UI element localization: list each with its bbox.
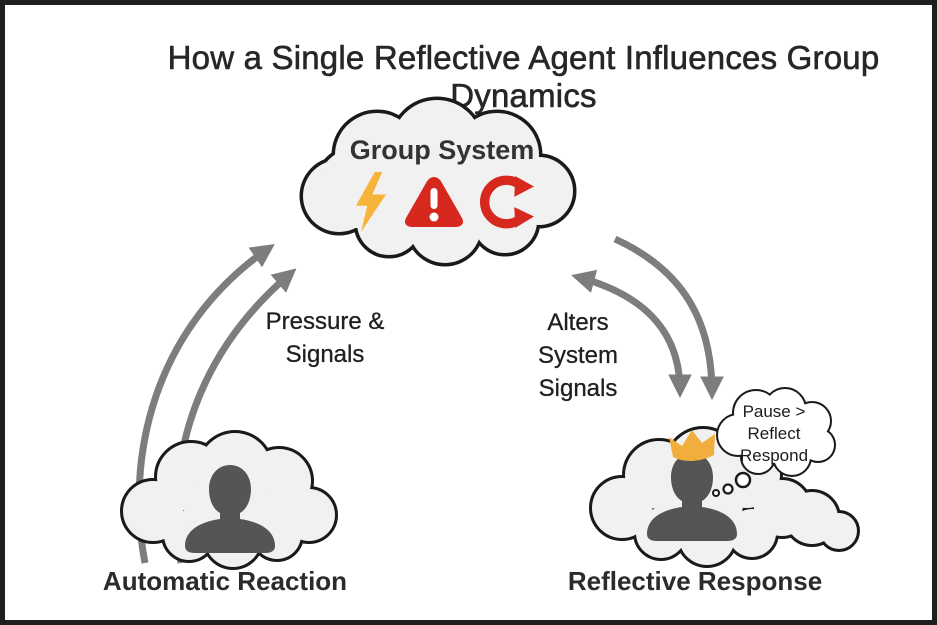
person-silhouette xyxy=(185,465,275,553)
thought-line2: Reflect xyxy=(747,424,801,443)
thought-trail-dot-medium xyxy=(722,483,734,495)
alters-line1: Alters xyxy=(547,309,609,336)
diagram-title: How a Single Reflective Agent Influences… xyxy=(167,39,880,115)
thought-bubble-text: Pause > Reflect Respond xyxy=(718,401,830,467)
pressure-signals-line1: Pressure & xyxy=(265,308,385,335)
thought-line1: Pause > xyxy=(742,402,806,421)
automatic-reaction-cloud xyxy=(105,423,350,573)
thought-trail-dot-large xyxy=(734,471,752,489)
thought-trail-dot-small xyxy=(712,489,720,497)
cycle-arrow-icon xyxy=(479,175,534,229)
thought-line3: Respond xyxy=(739,446,809,465)
reflective-response-label: Reflective Response xyxy=(567,566,823,596)
pressure-signals-line2: Signals xyxy=(285,341,365,368)
alters-system-signals-label: Alters System Signals xyxy=(498,306,658,405)
alters-line3: Signals xyxy=(538,375,618,402)
pressure-signals-label: Pressure & Signals xyxy=(235,305,415,371)
person-silhouette-crowned xyxy=(647,453,737,541)
bidirectional-arrows xyxy=(571,235,724,401)
thought-bubble xyxy=(712,387,836,497)
group-system-icons xyxy=(335,168,550,236)
reflective-response-cloud xyxy=(577,413,877,573)
crown-icon xyxy=(669,430,715,461)
lightning-bolt-icon xyxy=(355,172,386,232)
automatic-reaction-label: Automatic Reaction xyxy=(102,566,348,596)
warning-triangle-icon xyxy=(404,177,463,227)
group-system-label: Group System xyxy=(349,135,535,165)
alters-line2: System xyxy=(537,342,618,369)
